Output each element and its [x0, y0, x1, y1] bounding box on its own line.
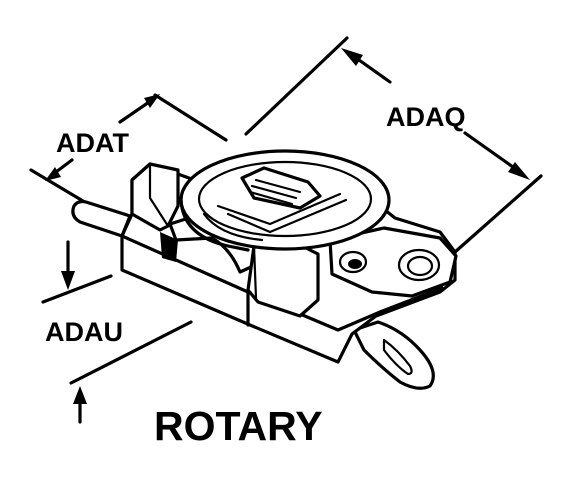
actuator-slide-ridges [248, 178, 302, 206]
left-bracket [130, 162, 180, 232]
adaq-arrow-shaft-right [463, 131, 522, 174]
left-shaft [71, 199, 132, 238]
terminal-lug-slot [382, 338, 413, 376]
dimension-adau [41, 240, 193, 424]
center-stem-edge [252, 244, 258, 300]
label-adat: ADAT [56, 128, 129, 158]
label-adau: ADAU [45, 317, 123, 347]
mounting-hole-small-shadow [348, 259, 362, 269]
dimension-adaq [244, 36, 543, 254]
adaq-extension-line-left [244, 36, 349, 136]
adaq-arrowhead-right [508, 162, 530, 180]
adaq-extension-line-right [453, 174, 543, 254]
adat-arrow-shaft-top [118, 98, 154, 124]
adau-arrowhead-bottom [73, 386, 87, 404]
terminal-lug [352, 320, 435, 390]
left-bracket-shadow [160, 232, 178, 262]
dimension-adat [29, 93, 228, 206]
switch-body [71, 149, 458, 390]
adau-arrowhead-top [61, 271, 75, 290]
mounting-hole-large [397, 248, 441, 282]
adau-extension-line-bottom [69, 320, 193, 385]
left-bracket-edge [148, 162, 170, 228]
label-adaq: ADAQ [386, 102, 466, 132]
rotor-ring-front [202, 212, 264, 242]
mounting-hole-large-inner [406, 255, 434, 277]
adat-arrowhead-top [144, 94, 160, 108]
adat-arrowhead-bottom [45, 167, 61, 181]
caption-rotary: ROTARY [154, 403, 323, 449]
mounting-hole-small [338, 250, 368, 274]
adat-extension-line-top [153, 93, 228, 142]
adaq-arrowhead-left [341, 48, 363, 66]
rotor-track [216, 192, 348, 234]
rotor-ring-rim [179, 198, 250, 252]
rotor-ring-inner [197, 160, 373, 238]
actuator-slide [240, 166, 322, 210]
base-top-edge [120, 234, 444, 332]
adat-extension-line-bottom [29, 168, 90, 206]
adau-extension-line-top [41, 274, 113, 304]
